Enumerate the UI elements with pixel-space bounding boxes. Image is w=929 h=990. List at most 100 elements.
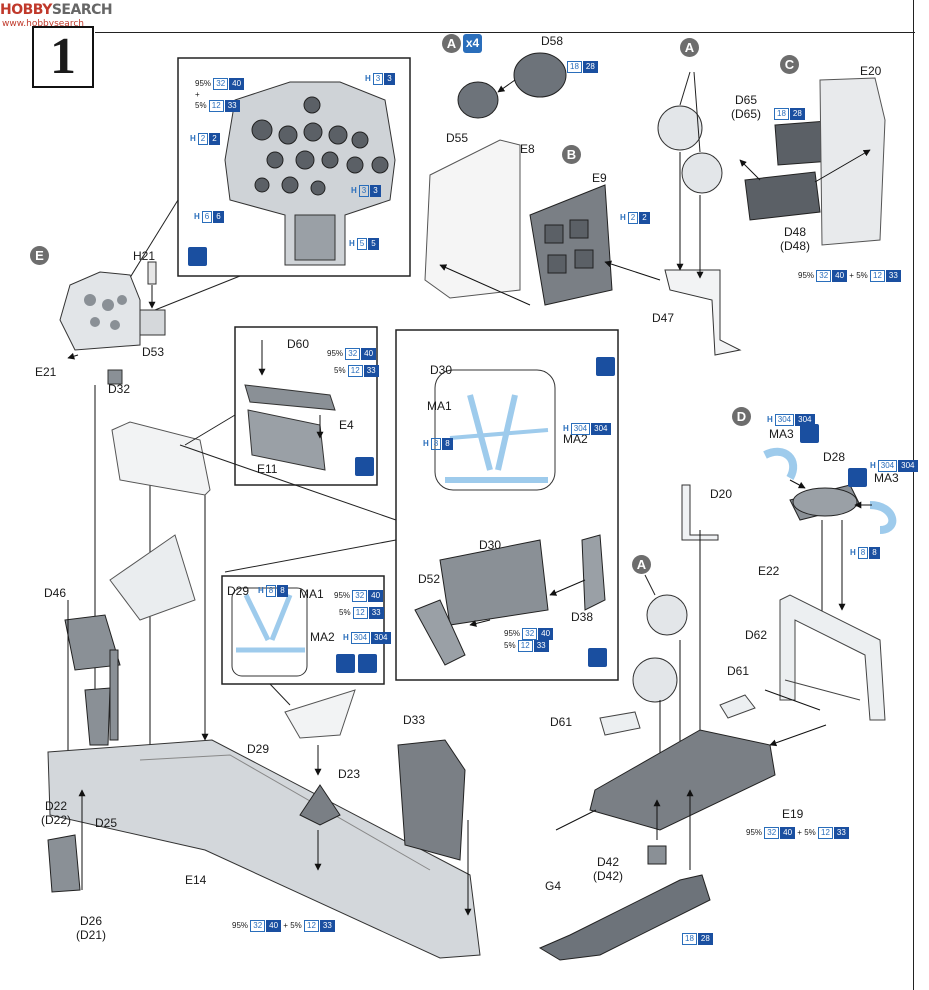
paint-code: 40 [538,628,554,640]
step-number: 1 [32,26,94,88]
paint-pct: 5% [804,828,816,837]
label-d65-paren: (D65) [731,107,762,121]
paint-code: 2 [197,133,209,145]
label-d25: D25 [95,816,118,830]
paint-code: 32 [816,270,832,282]
paint-code: 12 [208,100,224,112]
paint-h: H [563,424,569,433]
callout-a-lower: A [632,555,651,574]
watermark-sub: www.hobbysearch [2,19,84,29]
label-d48-paren: (D48) [780,239,811,253]
paint-pct: 5% [504,641,516,650]
paint-code: 12 [870,270,885,282]
paint-drop-icon [596,357,615,376]
paint-plus: + [195,90,200,99]
paint-h: H [351,186,357,195]
brush-icon [188,247,207,266]
paint-code: 18 [774,108,789,120]
callout-b: B [562,145,581,164]
paint-code: 304 [898,460,918,472]
paint-code: 33 [885,270,901,282]
paint-code: 3 [370,185,381,197]
label-ma2-small: MA2 [310,630,335,644]
paint-pct: 5% [334,366,346,375]
paint-code: 28 [697,933,713,945]
paint-pct: 95% [746,828,763,837]
label-ma1-small: MA1 [299,587,324,601]
paint-pct: 5% [290,921,302,930]
label-e4: E4 [339,418,354,432]
paint-pct: 5% [856,271,868,280]
paint-pct: 95% [232,921,249,930]
paint-code: 33 [319,920,335,932]
label-d48: D48 [784,225,807,239]
paint-code: 32 [250,920,266,932]
paint-pct: 95% [195,79,212,88]
paint-code: 8 [277,585,288,597]
paint-code: 5 [368,238,379,250]
label-ma3-left: MA3 [769,427,794,441]
paint-code: 2 [209,133,220,145]
paint-code: 33 [363,365,379,377]
paint-code: 8 [869,547,880,559]
callout-a-top: A [442,34,461,53]
watermark: HOBBYSEARCH [0,2,113,18]
label-d60: D60 [287,337,310,351]
paint-pct: 95% [334,591,351,600]
paint-plus: + [797,828,802,837]
paint-code: 12 [347,365,363,377]
paint-code: 12 [818,827,833,839]
label-d30-box: D30 [430,363,453,377]
callout-a-right: A [680,38,699,57]
label-e14: E14 [185,873,207,887]
label-ma3-right: MA3 [874,471,899,485]
paint-h: H [349,239,355,248]
paint-plus: + [849,271,854,280]
label-d20: D20 [710,487,733,501]
paint-h: H [767,415,773,424]
label-d22-paren: (D22) [41,813,72,827]
paint-code: 32 [764,827,780,839]
label-e22: E22 [758,564,780,578]
paint-code: 40 [780,827,796,839]
paint-h: H [850,548,856,557]
label-d52: D52 [418,572,441,586]
paint-code: 40 [266,920,282,932]
paint-code: 40 [368,590,384,602]
paint-h: H [258,586,264,595]
paint-h: H [190,134,196,143]
label-d30: D30 [479,538,502,552]
paint-h: H [194,212,200,221]
brush-icon [358,654,377,673]
paint-code: 33 [224,100,240,112]
paint-code: 6 [213,211,224,223]
label-d32: D32 [108,382,131,396]
paint-drop-icon [336,654,355,673]
label-e21: E21 [35,365,57,379]
paint-code: 5 [356,238,368,250]
watermark-prefix: HOBBY [0,2,52,18]
paint-drop-icon [800,424,819,443]
paint-code: 28 [582,61,598,73]
label-d42-paren: (D42) [593,869,624,883]
callout-d: D [732,407,751,426]
paint-code: 12 [352,607,368,619]
callout-e: E [30,246,49,265]
paint-code: 40 [229,78,245,90]
